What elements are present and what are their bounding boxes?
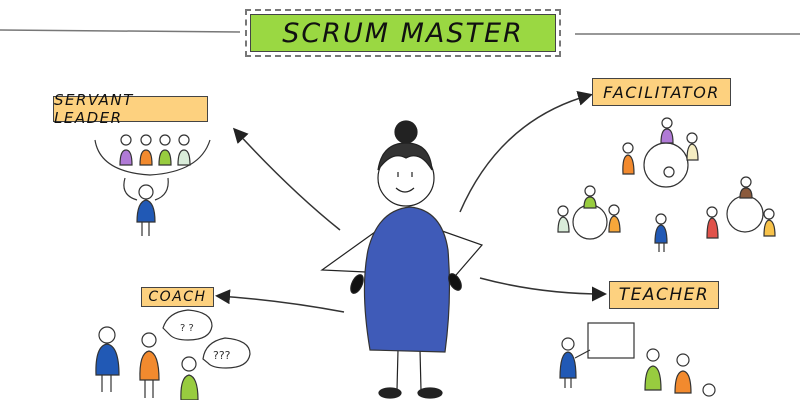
coach-illustration (95, 309, 251, 400)
arrow-to-servant-leader (232, 127, 341, 231)
role-label-text: SERVANT LEADER (54, 91, 134, 127)
speech-bubble-2 (202, 337, 251, 369)
role-label-servant-leader: SERVANT LEADER (53, 91, 208, 127)
teacher-illustration (559, 322, 716, 397)
header-line-left (0, 29, 241, 33)
role-label-text: COACH (148, 289, 207, 305)
role-label-coach: COACH (141, 287, 214, 307)
arrow-to-coach (215, 289, 345, 313)
title-frame: SCRUM MASTER (245, 9, 561, 57)
role-label-teacher: TEACHER (609, 281, 719, 309)
role-label-text: FACILITATOR (603, 82, 720, 102)
whiteboard (587, 322, 635, 359)
role-label-facilitator: FACILITATOR (592, 78, 731, 106)
arrow-to-facilitator (459, 90, 593, 213)
role-label-text: TEACHER (618, 285, 710, 305)
page-title: SCRUM MASTER (282, 17, 524, 49)
speech-bubble-1 (162, 309, 213, 341)
scrum-master-figure (320, 120, 484, 399)
servant-leader-illustration (94, 134, 211, 236)
facilitator-illustration (557, 117, 776, 252)
speech-bubble-text-1: ? ? (180, 323, 194, 334)
arrow-to-teacher (479, 277, 607, 302)
speech-bubble-text-2: ??? (213, 349, 231, 362)
title-box: SCRUM MASTER (250, 14, 556, 52)
